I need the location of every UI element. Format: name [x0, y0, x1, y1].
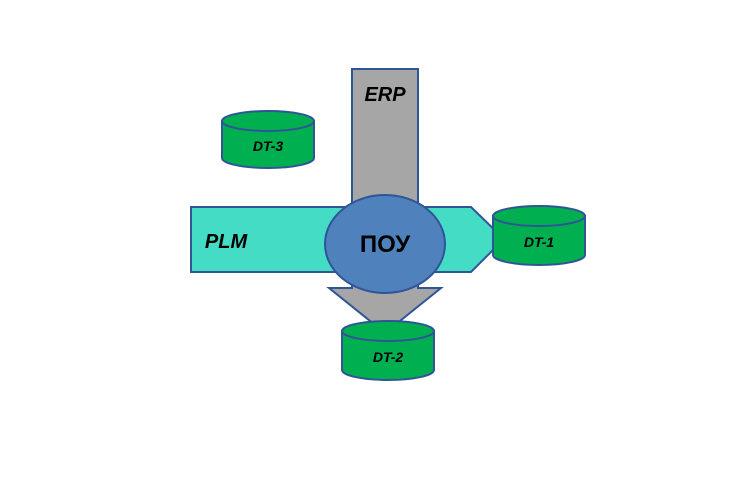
- center-label: ПОУ: [360, 231, 411, 258]
- plm-label: PLM: [205, 231, 249, 253]
- dt1-label: DT-1: [524, 234, 555, 250]
- erp-label: ERP: [364, 84, 406, 106]
- dt1-cylinder-body: [492, 215, 586, 266]
- dt2-cylinder-top: [341, 320, 435, 342]
- dt3-cylinder: DT-3: [221, 110, 315, 169]
- dt3-label: DT-3: [253, 138, 284, 154]
- dt1-cylinder: DT-1: [492, 205, 586, 266]
- dt2-label: DT-2: [373, 349, 404, 365]
- center-ellipse: [324, 194, 446, 294]
- dt1-cylinder-top: [492, 205, 586, 227]
- dt2-cylinder: DT-2: [341, 320, 435, 381]
- center-node: ПОУ: [324, 194, 446, 294]
- dt3-cylinder-top: [221, 110, 315, 132]
- dt2-cylinder-body: [341, 330, 435, 381]
- dt3-cylinder-body: [221, 120, 315, 169]
